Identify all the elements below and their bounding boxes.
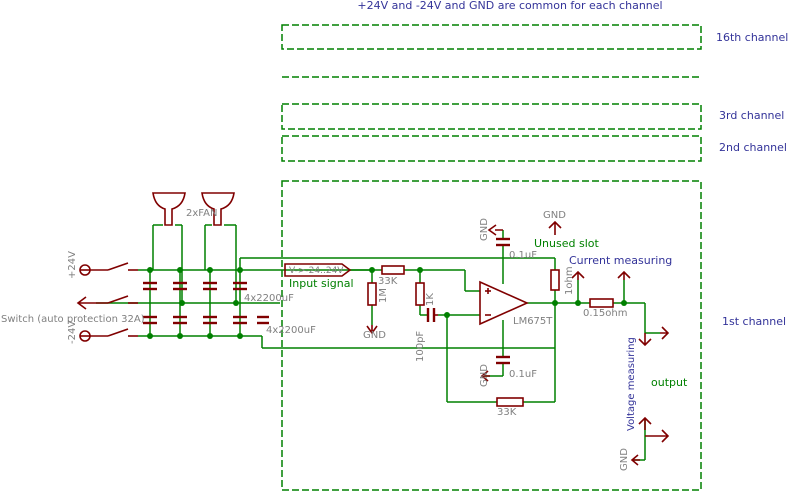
label-minus24: -24V <box>67 321 78 344</box>
resistor-015ohm <box>589 298 614 308</box>
label-gnd-output: GND <box>619 448 630 471</box>
input-connector-icon <box>284 263 352 277</box>
junction <box>177 333 183 339</box>
label-gnd-input: GND <box>363 330 386 341</box>
frame-channel-1 <box>281 180 702 491</box>
label-channel-3: 3rd channel <box>719 109 784 122</box>
rail-capacitors <box>143 281 269 325</box>
label-input-range: V->-24..24V <box>289 266 344 276</box>
label-c100pf: 100pF <box>415 331 426 362</box>
label-c-top: 0.1uF <box>509 250 537 261</box>
switch-blade-2 <box>107 295 129 304</box>
junction <box>177 267 183 273</box>
frame-channel-2 <box>281 135 702 162</box>
components <box>76 192 670 466</box>
voltage-probe-up-icon <box>638 416 652 430</box>
fan-1-icon <box>152 192 186 226</box>
label-unused-slot: Unused slot <box>534 237 599 250</box>
current-probe-b-icon <box>617 270 631 280</box>
label-channel-2: 2nd channel <box>719 141 787 154</box>
junction <box>147 267 153 273</box>
resistor-1ohm <box>550 269 560 291</box>
voltage-probe-right-icon <box>645 429 670 443</box>
junction <box>233 300 239 306</box>
gnd-arrow-left-icon <box>76 296 108 310</box>
junctions <box>147 267 627 339</box>
junction <box>207 267 213 273</box>
gnd-output-icon <box>630 454 640 466</box>
label-caps-bottom: 4x2200uF <box>266 325 316 336</box>
junction <box>575 300 581 306</box>
gnd-input-icon <box>366 325 378 335</box>
label-input-signal: Input signal <box>289 277 354 290</box>
junction <box>417 267 423 273</box>
switch-blade-3 <box>107 328 129 337</box>
label-gnd-slot: GND <box>543 210 566 221</box>
label-voltage-measuring: Voltage measuring <box>626 337 637 431</box>
resistor-1m <box>367 282 377 306</box>
label-c-bottom: 0.1uF <box>509 369 537 380</box>
junction <box>237 333 243 339</box>
label-channel-16: 16th channel <box>716 31 788 44</box>
gnd-cap-top-icon <box>487 224 503 236</box>
label-r33k-in: 33K <box>378 276 398 287</box>
fan-2-icon <box>201 192 235 226</box>
resistor-1k <box>415 282 425 306</box>
label-gnd-cap-bottom: GND <box>479 364 490 387</box>
channel-frames <box>281 24 702 491</box>
junction <box>444 312 450 318</box>
label-r1m: 1M <box>378 288 389 303</box>
common-note: +24V and -24V and GND are common for eac… <box>357 0 662 12</box>
label-r1k: 1K <box>425 293 436 306</box>
junction <box>237 267 243 273</box>
junction <box>621 300 627 306</box>
label-caps-top: 4x2200uF <box>244 293 294 304</box>
label-current-measuring: Current measuring <box>569 254 672 267</box>
current-probe-a-icon <box>571 270 585 280</box>
label-output: output <box>651 376 688 389</box>
junction <box>552 300 558 306</box>
junction <box>147 333 153 339</box>
frame-channel-16 <box>281 24 702 50</box>
gnd-cap-bottom-icon <box>480 370 490 382</box>
label-fans: 2xFAN <box>186 208 217 219</box>
output-arrow-right-icon <box>660 326 670 340</box>
label-r015ohm: 0.15ohm <box>583 308 627 319</box>
resistor-33k-feedback <box>496 397 524 407</box>
label-plus24: +24V <box>67 251 78 279</box>
frame-channel-3 <box>281 103 702 130</box>
resistor-33k-in <box>381 265 405 275</box>
junction <box>207 333 213 339</box>
label-r1ohm: 1ohm <box>564 266 575 295</box>
junction <box>179 300 185 306</box>
switch-blade-1 <box>107 262 129 271</box>
label-switch: Switch (auto protection 32A) <box>1 314 145 325</box>
label-opamp: LM675T <box>513 316 553 327</box>
label-channel-1: 1st channel <box>722 315 786 328</box>
opamp-lm675t-icon <box>479 280 529 326</box>
label-gnd-cap-top: GND <box>479 218 490 241</box>
junction <box>369 267 375 273</box>
labels: +24V and -24V and GND are common for eac… <box>1 0 788 471</box>
gnd-slot-icon <box>548 220 562 235</box>
output-arrow-down-icon <box>638 333 652 347</box>
label-r33k-feedback: 33K <box>497 407 517 418</box>
